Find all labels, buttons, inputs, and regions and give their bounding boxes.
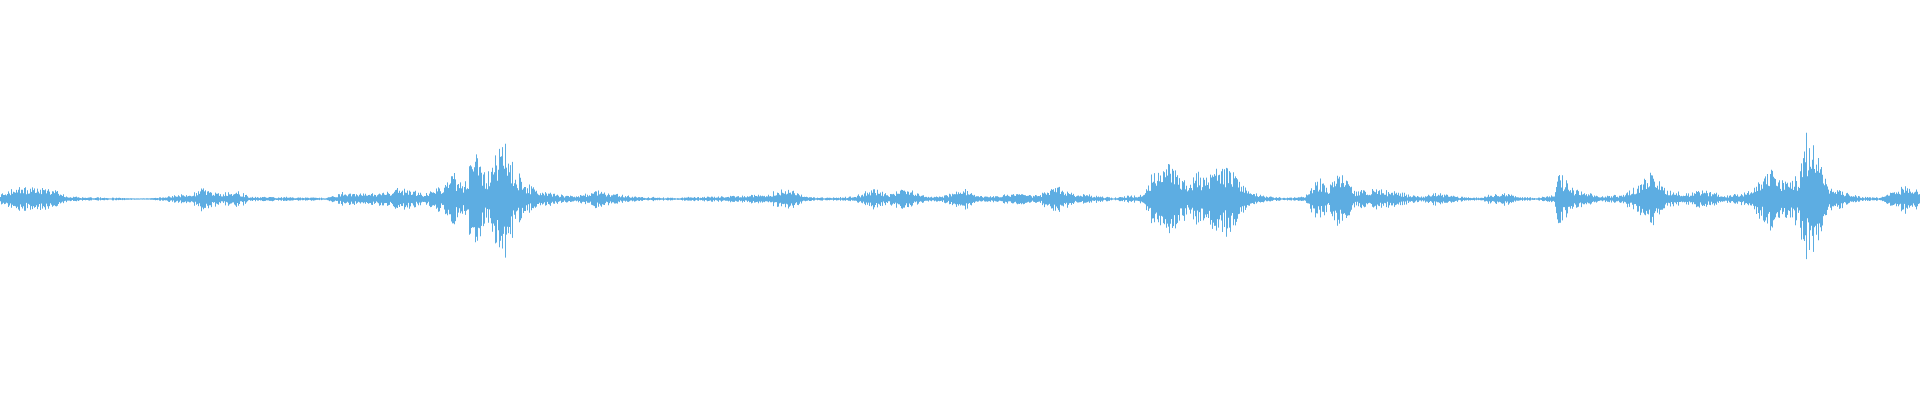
waveform-signal bbox=[0, 132, 1920, 260]
